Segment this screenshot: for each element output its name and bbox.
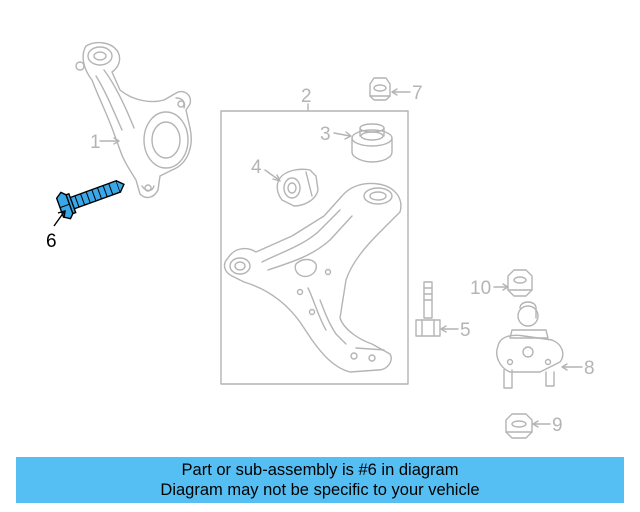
callout-4: 4: [251, 157, 262, 178]
callout-2: 2: [301, 86, 312, 107]
caption-part-reference: Part or sub-assembly is #6 in diagram: [181, 461, 459, 479]
control-arm-group-frame: [220, 110, 409, 385]
leader-line-4: [264, 169, 281, 182]
leader-line-6: [53, 210, 66, 227]
control-arm-bolt-part[interactable]: [415, 281, 441, 337]
ball-joint-part[interactable]: [496, 301, 564, 389]
leader-line-7: [391, 88, 411, 96]
ball-joint-upper-nut-part[interactable]: [507, 269, 533, 297]
leader-line-10: [493, 283, 509, 291]
highlighted-bolt-part[interactable]: [53, 171, 129, 227]
lower-control-arm-part[interactable]: [223, 182, 402, 373]
callout-3: 3: [320, 124, 331, 145]
ball-joint-nut-part[interactable]: [505, 413, 533, 439]
leader-line-3: [333, 131, 352, 140]
leader-line-1: [99, 137, 120, 145]
control-arm-bushing-front-part[interactable]: [276, 168, 319, 207]
callout-6: 6: [46, 231, 57, 252]
callout-1: 1: [90, 132, 101, 153]
callout-5: 5: [460, 320, 471, 341]
control-arm-bushing-rear-part[interactable]: [351, 123, 393, 163]
diagram-caption-banner: Part or sub-assembly is #6 in diagram Di…: [16, 457, 624, 503]
callout-8: 8: [584, 358, 595, 379]
control-arm-nut-part[interactable]: [369, 77, 391, 101]
steering-knuckle-part[interactable]: [75, 41, 192, 199]
callout-9: 9: [552, 415, 563, 436]
callout-7: 7: [412, 83, 423, 104]
leader-line-5: [440, 325, 459, 333]
caption-disclaimer: Diagram may not be specific to your vehi…: [160, 481, 480, 499]
leader-line-8: [561, 363, 583, 371]
leader-line-9: [532, 420, 551, 428]
callout-10: 10: [470, 278, 491, 299]
